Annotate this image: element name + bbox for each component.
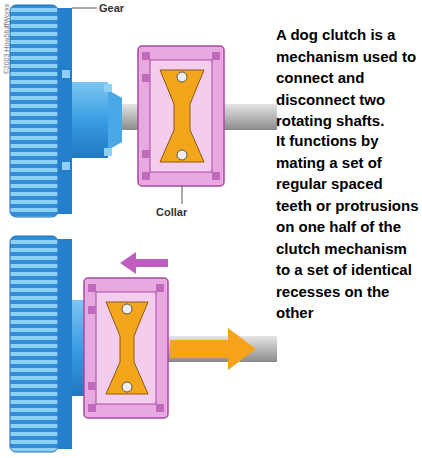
- collar-top: [138, 46, 224, 186]
- description-text: It functions by mating a set of regular …: [276, 130, 420, 324]
- copyright-watermark: ©2003 HowStuffWorks: [2, 0, 12, 84]
- motion-arrow: [120, 252, 168, 274]
- gear-top: [10, 5, 122, 217]
- part-name: Collar: [156, 205, 216, 219]
- part-name: Gear: [99, 1, 159, 15]
- description-text: A dog clutch is a mechanism used to conn…: [276, 24, 420, 132]
- gear-bottom: [10, 236, 90, 452]
- leader-line: [182, 186, 183, 204]
- leader-line: [72, 8, 97, 9]
- collar-bottom: [84, 278, 168, 418]
- force-arrow: [170, 328, 256, 370]
